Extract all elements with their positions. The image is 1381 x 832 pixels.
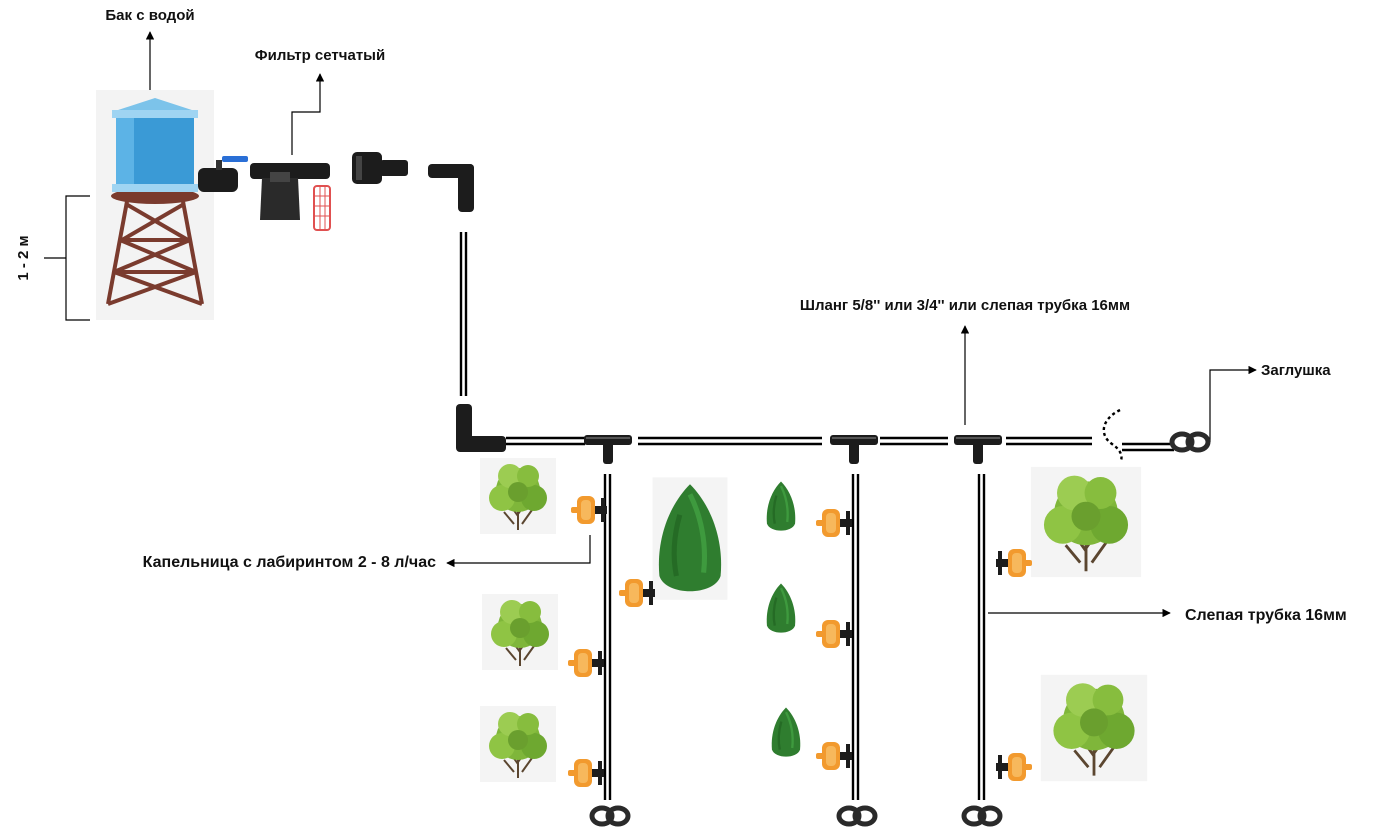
dripper-icon (996, 753, 1032, 781)
dripper-label: Капельница с лабиринтом 2 - 8 л/час (143, 554, 436, 571)
bush-icon (481, 593, 559, 671)
mesh-filter-icon (250, 163, 331, 231)
dripper-icon (568, 759, 604, 787)
dripper-icon (816, 509, 852, 537)
height-label: 1 - 2 м (15, 235, 32, 280)
bush-icon (1029, 465, 1143, 579)
tank-label: Бак с водой (105, 7, 194, 24)
filter-label: Фильтр сетчатый (255, 47, 385, 64)
plug-arrow (1209, 365, 1257, 442)
dripper-icon (568, 649, 604, 677)
dripper-icon (619, 579, 655, 607)
dripper-icon (571, 496, 607, 524)
filter-arrow (291, 73, 325, 155)
hose-break (1102, 408, 1123, 463)
conifer-icon (765, 480, 797, 532)
elbow-icon (428, 164, 474, 212)
tee-icon (830, 435, 878, 464)
adapter-icon (352, 152, 408, 184)
height-bracket (65, 195, 90, 321)
tee-icon (584, 435, 632, 464)
bush-icon (479, 705, 557, 783)
hose-label: Шланг 5/8'' или 3/4'' или слепая трубка … (800, 297, 1130, 314)
blind-pipe-label: Слепая трубка 16мм (1185, 607, 1347, 624)
end-plug-icon (839, 808, 875, 824)
dripper-icon (816, 742, 852, 770)
main-pipes (459, 232, 1174, 800)
end-plug-icon (964, 808, 1000, 824)
callout-arrows (44, 31, 1257, 618)
water-tank-icon (96, 90, 214, 320)
dripper-arrow (446, 535, 591, 568)
bush-icon (479, 457, 557, 535)
dripper-icon (996, 549, 1032, 577)
end-plug-icon (1172, 434, 1208, 450)
dripper-icon (816, 620, 852, 648)
bush-icon (1039, 673, 1149, 783)
conifer-icon (770, 706, 802, 758)
ball-valve-icon (198, 156, 248, 192)
end-plug-icon (592, 808, 628, 824)
conifer-icon (652, 477, 728, 600)
tee-icon (954, 435, 1002, 464)
conifer-icon (765, 582, 797, 634)
plug-label: Заглушка (1261, 362, 1331, 379)
elbow-icon (456, 404, 506, 452)
